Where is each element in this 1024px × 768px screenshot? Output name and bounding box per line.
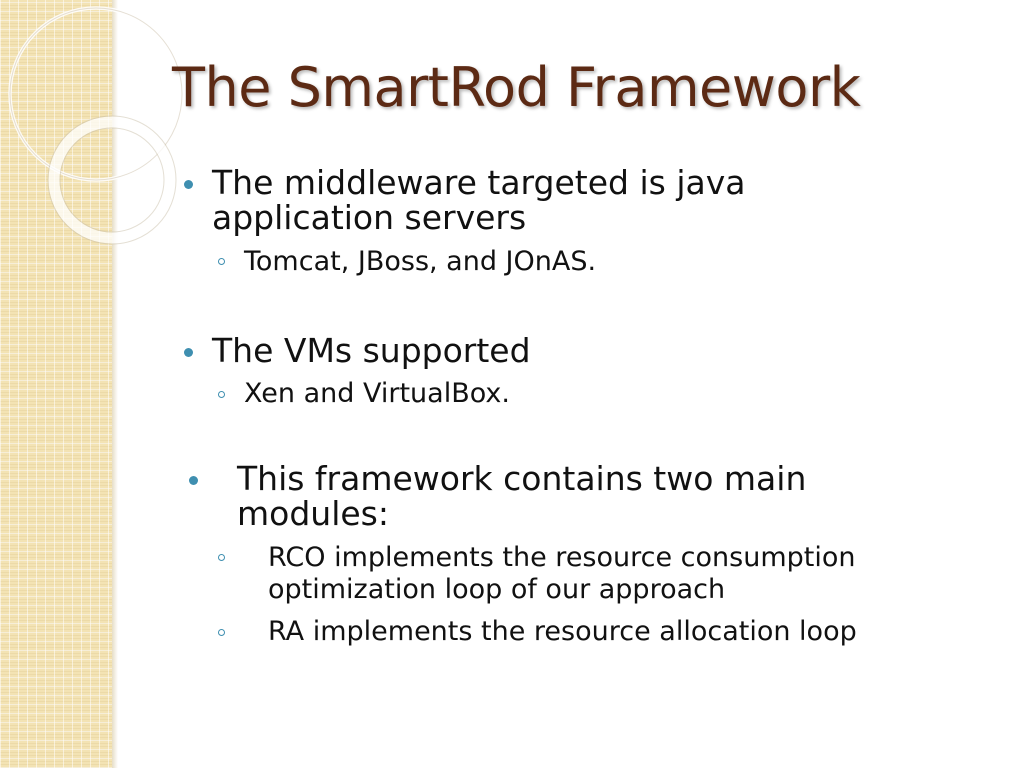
sub-bullet-3-1-line-1: RCO implements the resource consumption — [268, 542, 856, 573]
sub-bullet-marker-icon — [218, 629, 225, 636]
bullet-2-line-1: The VMs supported — [212, 331, 531, 370]
sub-bullet-marker-icon — [218, 258, 225, 265]
bullet-marker-icon — [184, 180, 193, 189]
sub-bullet-marker-icon — [218, 554, 225, 561]
side-panel-edge-shadow — [112, 0, 118, 768]
slide-title: The SmartRod Framework — [172, 56, 861, 119]
bullet-1-line-2: application servers — [212, 198, 527, 237]
bullet-marker-icon — [189, 476, 198, 485]
bullet-marker-icon — [184, 348, 193, 357]
sub-bullet-3-2: RA implements the resource allocation lo… — [268, 616, 857, 647]
bullet-1-line-1: The middleware targeted is java — [212, 163, 746, 202]
sub-bullet-marker-icon — [218, 391, 225, 398]
sub-bullet-2-1: Xen and VirtualBox. — [244, 378, 510, 409]
sub-bullet-3-1-line-2: optimization loop of our approach — [268, 574, 726, 605]
bullet-3-line-2: modules: — [237, 494, 389, 533]
bullet-3-line-1: This framework contains two main — [237, 459, 807, 498]
decorative-circles — [8, 6, 184, 245]
sub-bullet-1-1: Tomcat, JBoss, and JOnAS. — [244, 246, 597, 277]
